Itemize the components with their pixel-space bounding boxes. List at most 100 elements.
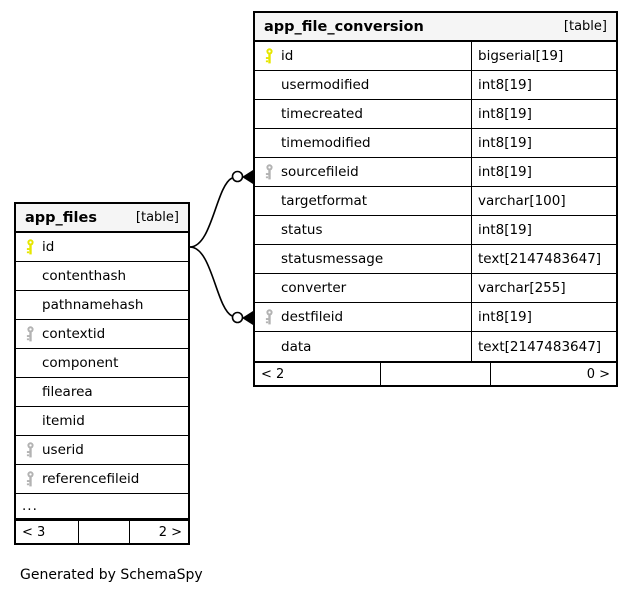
column-name-cell: usermodified (255, 71, 471, 99)
column-name-cell: component (16, 349, 188, 377)
column-row[interactable]: timemodified int8[19] (255, 129, 616, 158)
column-row[interactable]: filearea (16, 378, 188, 407)
column-name: usermodified (281, 77, 370, 93)
column-row[interactable]: component (16, 349, 188, 378)
column-name-cell: timecreated (255, 100, 471, 128)
key-placeholder (261, 134, 277, 152)
column-row[interactable]: referencefileid (16, 465, 188, 494)
column-name: timemodified (281, 135, 371, 151)
column-row[interactable]: targetformat varchar[100] (255, 187, 616, 216)
column-row[interactable]: destfileid int8[19] (255, 303, 616, 332)
column-type-cell: int8[19] (471, 158, 616, 186)
column-name: timecreated (281, 106, 363, 122)
diagram-caption: Generated by SchemaSpy (20, 567, 203, 583)
footer-left-count[interactable]: < 2 (261, 366, 285, 382)
column-name: component (42, 355, 119, 371)
column-type-cell: bigserial[19] (471, 42, 616, 70)
column-name-cell: data (255, 332, 471, 361)
primary-key-icon (261, 47, 277, 65)
table-kind-label: [table] (135, 210, 179, 225)
column-type: int8[19] (478, 77, 532, 93)
key-placeholder (261, 250, 277, 268)
table-app-files[interactable]: app_files [table] id contenthash pathnameh… (14, 202, 190, 545)
column-name-cell: contextid (16, 320, 188, 348)
key-placeholder (261, 338, 277, 356)
column-type: int8[19] (478, 135, 532, 151)
column-name: destfileid (281, 309, 344, 325)
foreign-key-icon (261, 308, 277, 326)
foreign-key-icon (22, 470, 38, 488)
column-type: int8[19] (478, 164, 532, 180)
column-type: text[2147483647] (478, 251, 602, 267)
footer-middle (380, 363, 491, 385)
column-name-cell: targetformat (255, 187, 471, 215)
column-type: int8[19] (478, 106, 532, 122)
key-placeholder (261, 105, 277, 123)
column-row[interactable]: contenthash (16, 262, 188, 291)
column-name: pathnamehash (42, 297, 144, 313)
column-row[interactable]: status int8[19] (255, 216, 616, 245)
column-name-cell: status (255, 216, 471, 244)
column-row[interactable]: statusmessage text[2147483647] (255, 245, 616, 274)
column-name-cell: pathnamehash (16, 291, 188, 319)
table-name: app_files (25, 209, 97, 226)
column-name-cell: statusmessage (255, 245, 471, 273)
foreign-key-icon (261, 163, 277, 181)
column-name-cell: contenthash (16, 262, 188, 290)
column-type: int8[19] (478, 222, 532, 238)
column-name-cell: id (16, 233, 188, 261)
key-placeholder (22, 354, 38, 372)
column-name: sourcefileid (281, 164, 359, 180)
foreign-key-icon (22, 325, 38, 343)
key-placeholder (22, 267, 38, 285)
column-type-cell: int8[19] (471, 100, 616, 128)
column-name-cell: userid (16, 436, 188, 464)
table-name: app_file_conversion (264, 18, 424, 35)
column-name-cell: sourcefileid (255, 158, 471, 186)
key-placeholder (22, 412, 38, 430)
column-type-cell: text[2147483647] (471, 245, 616, 273)
footer-left-count[interactable]: < 3 (22, 524, 46, 540)
column-type-cell: int8[19] (471, 129, 616, 157)
column-row[interactable]: contextid (16, 320, 188, 349)
column-row[interactable]: userid (16, 436, 188, 465)
column-type-cell: text[2147483647] (471, 332, 616, 361)
column-row[interactable]: id bigserial[19] (255, 42, 616, 71)
relationship-app-files-id-to-sourcefileid (189, 170, 253, 248)
column-name: targetformat (281, 193, 368, 209)
key-placeholder (261, 279, 277, 297)
column-row[interactable]: itemid (16, 407, 188, 436)
column-row[interactable]: data text[2147483647] (255, 332, 616, 361)
column-row[interactable]: id (16, 233, 188, 262)
column-type: bigserial[19] (478, 48, 564, 64)
key-placeholder (22, 296, 38, 314)
column-name: contenthash (42, 268, 127, 284)
footer-right-count[interactable]: 0 > (586, 366, 610, 382)
key-placeholder (261, 76, 277, 94)
table-app-file-conversion[interactable]: app_file_conversion [table] id bigserial[… (253, 11, 618, 387)
column-row[interactable]: timecreated int8[19] (255, 100, 616, 129)
footer-middle (78, 521, 130, 543)
column-row[interactable]: pathnamehash (16, 291, 188, 320)
column-list: id contenthash pathnamehash contextid compon… (16, 233, 188, 519)
more-columns-row[interactable]: ... (16, 494, 188, 519)
footer-right-count[interactable]: 2 > (158, 524, 182, 540)
column-row[interactable]: usermodified int8[19] (255, 71, 616, 100)
column-type-cell: int8[19] (471, 303, 616, 331)
column-name-cell: filearea (16, 378, 188, 406)
column-name: id (42, 239, 55, 255)
key-placeholder (261, 192, 277, 210)
column-name-cell: id (255, 42, 471, 70)
column-type: varchar[100] (478, 193, 566, 209)
table-header: app_files [table] (16, 204, 188, 233)
table-kind-label: [table] (563, 19, 607, 34)
column-name: contextid (42, 326, 106, 342)
column-name-cell: destfileid (255, 303, 471, 331)
column-name: data (281, 338, 312, 355)
column-row[interactable]: sourcefileid int8[19] (255, 158, 616, 187)
column-name-cell: converter (255, 274, 471, 302)
column-name: status (281, 222, 323, 238)
column-name-cell: itemid (16, 407, 188, 435)
